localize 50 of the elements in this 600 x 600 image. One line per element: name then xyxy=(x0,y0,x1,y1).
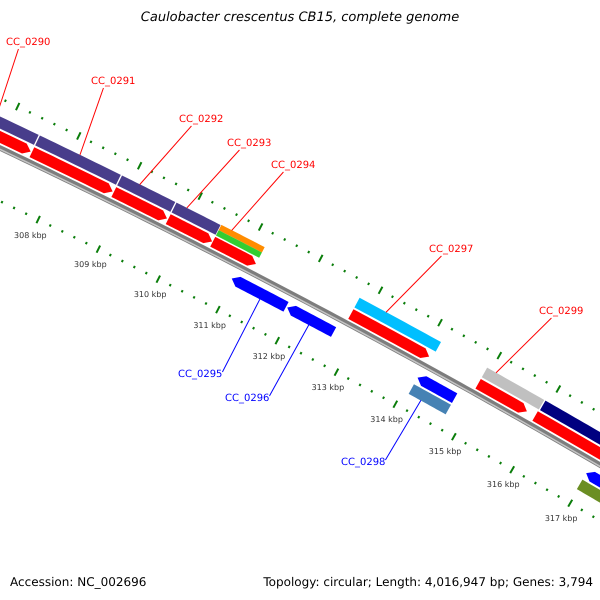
tick-label: 311 kbp xyxy=(193,320,226,331)
leader-line xyxy=(386,256,442,313)
tick-label: 312 kbp xyxy=(252,352,286,362)
gene-feature-bar xyxy=(166,214,212,244)
gene-label: CC_0298 xyxy=(341,457,386,469)
title: Caulobacter crescentus CB15, complete genome xyxy=(140,10,460,26)
gene-label: CC_0290 xyxy=(6,37,50,49)
tick-label: 308 kbp xyxy=(14,230,47,241)
tick-label: 316 kbp xyxy=(486,480,520,490)
leader-line xyxy=(79,88,104,156)
footer-text: Topology: circular; Length: 4,016,947 bp; Genes: 3,794 xyxy=(263,575,593,589)
tick-label: 313 kbp xyxy=(312,383,344,394)
gene-label: CC_0291 xyxy=(91,76,136,88)
gene-label: CC_0294 xyxy=(271,160,316,172)
gene-label: CC_0297 xyxy=(429,244,474,256)
leader-line xyxy=(139,126,192,185)
gene-feature-bar xyxy=(218,224,265,252)
gene-feature-bar xyxy=(172,202,221,235)
gene-label: CC_0293 xyxy=(227,138,272,150)
gene-feature-bar xyxy=(210,236,256,266)
gene-feature-bar xyxy=(287,306,336,337)
gene-label: CC_0295 xyxy=(178,369,222,381)
leader-line xyxy=(222,298,260,372)
gene-label: CC_0299 xyxy=(539,306,584,318)
tick-label: 309 kbp xyxy=(74,260,107,270)
gene-feature-bar xyxy=(348,309,430,358)
tick-label: 315 kbp xyxy=(428,447,462,458)
gene-feature-bar xyxy=(475,379,527,413)
gene-feature-bar xyxy=(354,298,442,352)
gene-feature-bar xyxy=(117,175,176,212)
gene-feature-bar xyxy=(111,187,167,220)
tick-label: 314 kbp xyxy=(370,414,403,425)
gene-feature-bar xyxy=(576,480,600,504)
tick-label: 310 kbp xyxy=(134,290,166,300)
tick-label: 317 kbp xyxy=(544,514,578,524)
leader-line xyxy=(268,324,310,396)
footer-text: Accession: NC_002696 xyxy=(10,575,146,589)
gene-feature-bar xyxy=(418,376,458,403)
gene-feature-bar xyxy=(482,368,544,410)
leader-line xyxy=(186,150,240,208)
gene-feature-bar xyxy=(586,472,600,489)
leader-line xyxy=(384,400,422,460)
gene-feature-bar xyxy=(408,384,451,414)
gene-label: CC_0292 xyxy=(179,114,224,126)
gene-feature-bar xyxy=(232,276,289,312)
gene-feature-bar xyxy=(30,147,113,194)
gene-feature-bar xyxy=(216,230,262,258)
gene-label: CC_0296 xyxy=(225,393,270,405)
leader-line xyxy=(496,318,552,374)
gene-feature-bar xyxy=(35,135,121,185)
